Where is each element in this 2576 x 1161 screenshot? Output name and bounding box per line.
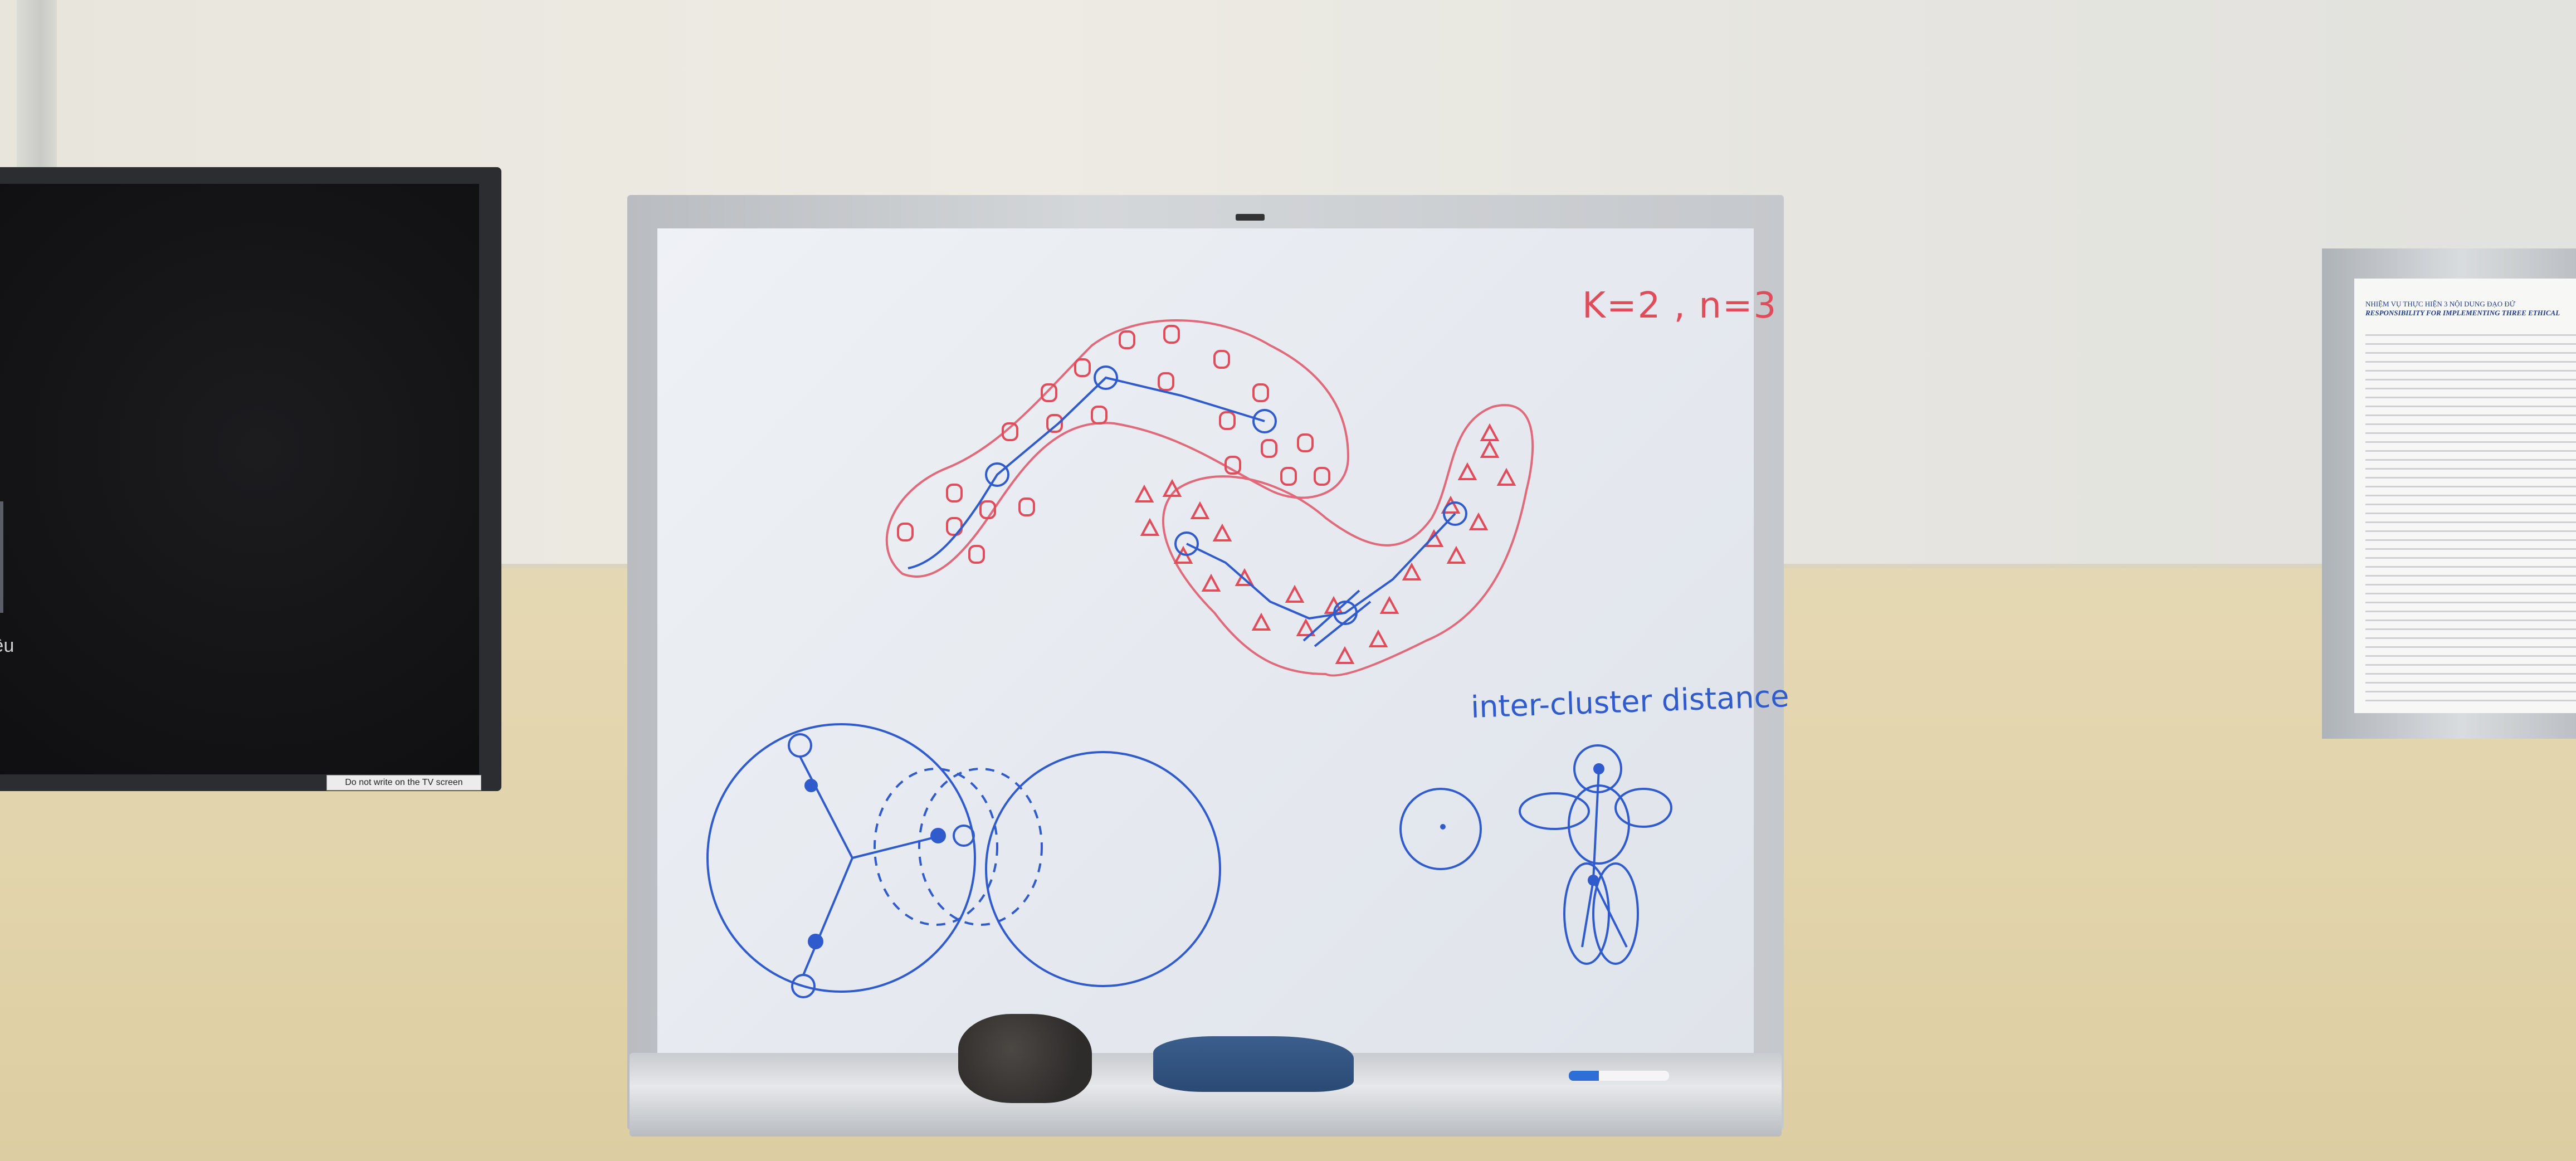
whiteboard-marker-icon[interactable]: [1569, 1071, 1669, 1081]
poster-title: NHIỆM VỤ THỰC HIỆN 3 NỘI DUNG ĐẠO ĐỨ RES…: [2365, 300, 2576, 318]
red-points-lower: [1134, 423, 1516, 664]
tv-screen-text: iệu: [0, 635, 14, 656]
poster-title-vn: NHIỆM VỤ THỰC HIỆN 3 NỘI DUNG ĐẠO ĐỨ: [2365, 300, 2515, 308]
red-points-upper: [897, 325, 1330, 564]
cluster-outline-upper: [885, 319, 1350, 578]
board-clip: [1236, 214, 1265, 221]
poster-body-text: [2365, 334, 2576, 702]
cloth-eraser-dark[interactable]: [958, 1014, 1092, 1103]
left-cluster-diagram: [706, 723, 1221, 998]
right-cluster-diagram: [1399, 744, 1672, 965]
cloth-eraser-blue[interactable]: [1153, 1036, 1354, 1092]
blue-centers-upper: [908, 365, 1277, 569]
poster-paper: [2354, 279, 2576, 713]
whiteboard-surface: [657, 228, 1754, 1060]
cluster-params-text: K=2 , n=3: [1582, 285, 1778, 326]
wall-pillar: [17, 0, 57, 178]
cluster-outline-lower: [1162, 404, 1534, 677]
tv-monitor: iệu: [0, 167, 501, 791]
poster-title-en: RESPONSIBILITY FOR IMPLEMENTING THREE ET…: [2365, 309, 2560, 317]
tv-screen: [0, 184, 479, 774]
tv-screen-tab: [0, 501, 3, 613]
blue-centers-lower: [1174, 501, 1467, 647]
tv-sticker: Do not write on the TV screen: [326, 775, 481, 791]
